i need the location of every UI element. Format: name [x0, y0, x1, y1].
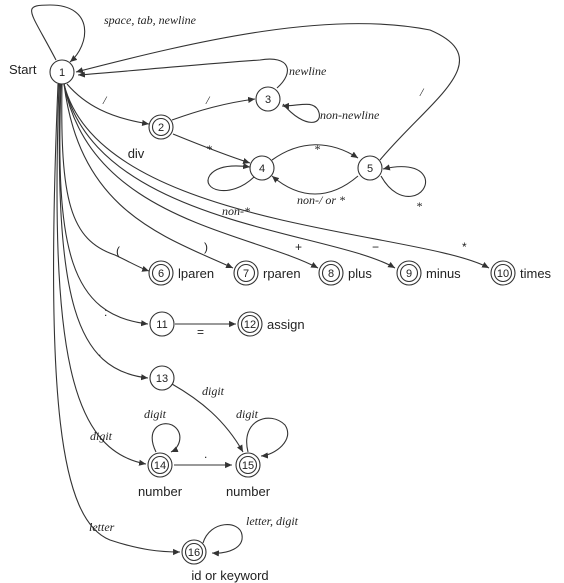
- label-13-15: digit: [202, 384, 225, 398]
- svg-text:16: 16: [188, 547, 200, 559]
- state-1: 1: [49, 59, 75, 85]
- svg-text:9: 9: [406, 268, 412, 280]
- edge-1-16: [53, 83, 181, 556]
- edge-4-5: [271, 144, 359, 161]
- state-8: 8: [318, 260, 344, 286]
- edge-13-15: [171, 383, 244, 453]
- token-labels: div lparen rparen plus minus times assig…: [128, 146, 552, 583]
- label-5-5: *: [416, 199, 422, 213]
- svg-text:3: 3: [265, 94, 271, 106]
- token-div: div: [128, 146, 145, 161]
- edge-1-8: [63, 83, 319, 269]
- label-14-15: .: [204, 447, 207, 461]
- svg-text:2: 2: [158, 122, 164, 134]
- state-3: 3: [255, 86, 281, 112]
- edge-1-11: [59, 83, 149, 327]
- label-11-12: =: [197, 325, 204, 339]
- state-13: 13: [149, 365, 175, 391]
- state-6: 6: [148, 260, 174, 286]
- edge-1-7: [63, 83, 234, 269]
- label-1-14: digit: [90, 429, 113, 443]
- edge-14-14: [151, 423, 181, 453]
- start-label: Start: [9, 62, 37, 77]
- label-1-16: letter: [89, 520, 115, 534]
- edge-2-4: [172, 133, 251, 164]
- label-2-4: *: [206, 142, 212, 156]
- edge-1-10: [63, 83, 490, 269]
- edge-1-2: [66, 83, 150, 126]
- state-12: 12: [237, 311, 263, 337]
- svg-text:4: 4: [259, 163, 265, 175]
- label-1-11: :: [104, 305, 107, 319]
- label-15-15: digit: [236, 407, 259, 421]
- token-lparen: lparen: [178, 266, 214, 281]
- label-3-3: non-newline: [320, 108, 380, 122]
- svg-text:5: 5: [367, 163, 373, 175]
- edge-1-13: [58, 83, 149, 381]
- state-2: 2: [148, 114, 174, 140]
- svg-text:6: 6: [158, 268, 164, 280]
- label-5-1: /: [419, 85, 425, 99]
- edge-3-3: [281, 102, 320, 123]
- token-plus: plus: [348, 266, 372, 281]
- label-14-14: digit: [144, 407, 167, 421]
- token-rparen: rparen: [263, 266, 301, 281]
- state-14: 14: [147, 452, 173, 478]
- edge-1-1: [31, 4, 86, 63]
- edge-1-9: [63, 83, 396, 269]
- edge-4-4: [207, 163, 255, 192]
- edge-1-6: [61, 83, 150, 272]
- svg-text:8: 8: [328, 268, 334, 280]
- svg-text:13: 13: [156, 373, 168, 385]
- svg-text:10: 10: [497, 268, 509, 280]
- svg-text:7: 7: [243, 268, 249, 280]
- state-9: 9: [396, 260, 422, 286]
- svg-text:11: 11: [156, 319, 167, 331]
- label-1-10: *: [462, 240, 467, 254]
- token-times: times: [520, 266, 552, 281]
- svg-text:15: 15: [242, 460, 254, 472]
- state-7: 7: [233, 260, 259, 286]
- state-5: 5: [357, 155, 383, 181]
- state-4: 4: [249, 155, 275, 181]
- state-11: 11: [149, 311, 175, 337]
- label-3-1: newline: [289, 64, 327, 78]
- state-10: 10: [490, 260, 516, 286]
- edge-1-14: [56, 83, 147, 466]
- label-5-4: non-/ or *: [297, 193, 345, 207]
- label-1-8: +: [295, 240, 302, 254]
- state-16: 16: [181, 539, 207, 565]
- token-minus: minus: [426, 266, 461, 281]
- label-1-9: −: [372, 240, 379, 254]
- token-id-or-keyword: id or keyword: [191, 568, 268, 583]
- label-16-16: letter, digit: [246, 514, 299, 528]
- transition-labels: space, tab, newline / / non-newline newl…: [89, 13, 467, 534]
- token-number-14: number: [138, 484, 183, 499]
- svg-text:14: 14: [154, 460, 166, 472]
- label-1-13: .: [98, 345, 101, 359]
- svg-text:12: 12: [244, 319, 256, 331]
- label-1-2: /: [102, 93, 108, 107]
- edge-5-1: [75, 23, 461, 161]
- states: 1 2 3 4 5 6 7: [49, 59, 516, 565]
- state-15: 15: [235, 452, 261, 478]
- edge-16-16: [202, 524, 243, 557]
- svg-text:1: 1: [59, 67, 65, 79]
- edge-2-3: [171, 96, 256, 121]
- label-4-4: non-*: [222, 204, 250, 218]
- token-assign: assign: [267, 317, 305, 332]
- label-1-1: space, tab, newline: [104, 13, 197, 27]
- edge-5-5: [380, 164, 427, 197]
- label-1-6: (: [116, 244, 120, 258]
- label-1-7: ): [204, 240, 208, 254]
- edge-5-4: [271, 175, 359, 195]
- transition-edges: [31, 4, 490, 557]
- label-4-5: *: [314, 142, 320, 156]
- edge-3-1: [77, 58, 288, 89]
- edge-15-15: [246, 417, 288, 459]
- token-number-15: number: [226, 484, 271, 499]
- label-2-3: /: [205, 93, 211, 107]
